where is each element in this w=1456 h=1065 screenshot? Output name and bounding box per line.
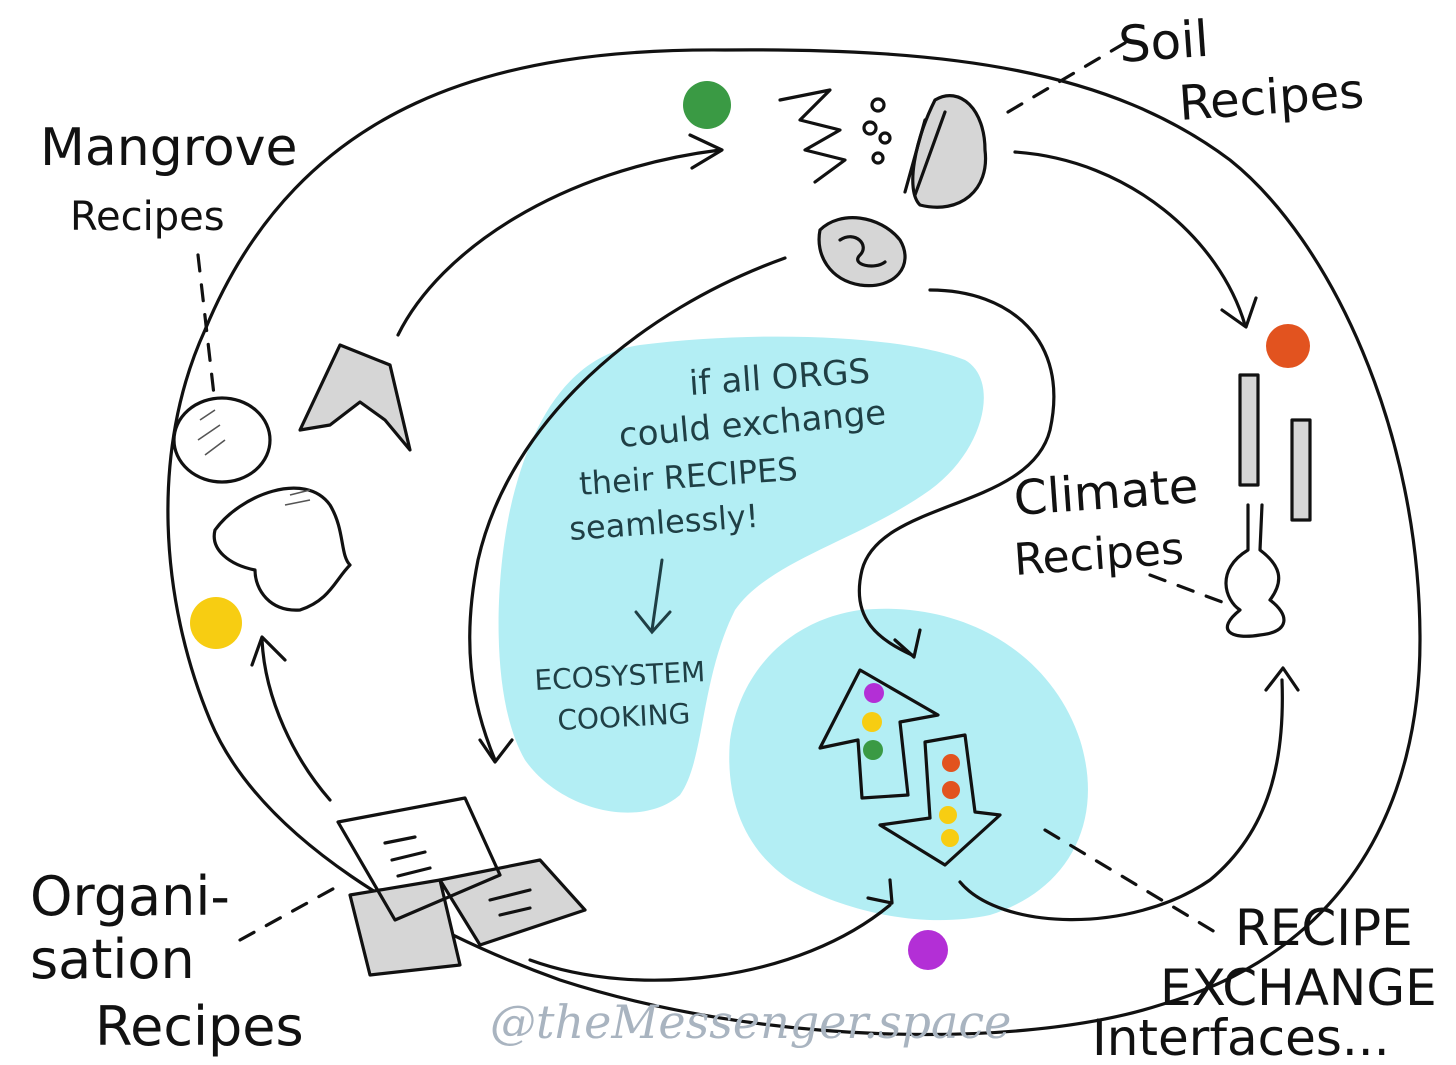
arrowhead (893, 628, 922, 659)
leader-org (238, 883, 342, 942)
climate-label-line-1: Climate (1012, 458, 1200, 527)
mangrove-label-line-1: Mangrove (40, 118, 298, 178)
mangrove-recipes-label: Mangrove Recipes (40, 118, 298, 240)
org-label-line-3: Recipes (95, 995, 304, 1058)
center-note-arrow (634, 558, 672, 635)
leader-soil (1006, 38, 1132, 114)
soil-label-line-1: Soil (1117, 10, 1211, 74)
arrowhead (1264, 666, 1300, 692)
arrowhead (250, 635, 287, 667)
climate-recipes-label: Climate Recipes (1012, 458, 1200, 586)
exchange-arrows-icon (818, 668, 1002, 867)
interfaces-label-line-3: Interfaces... (1092, 1009, 1390, 1065)
leader-interfaces (1043, 828, 1222, 937)
arrowhead (688, 133, 724, 170)
ecosystem-cooking-blob (498, 336, 984, 813)
arrow-interfaces-to-climate (958, 678, 1284, 922)
arrow-soil-to-interfaces (857, 288, 1056, 657)
arrowhead (866, 878, 894, 905)
soil-label-line-2: Recipes (1177, 63, 1366, 132)
organisation-papers-drawing (336, 796, 587, 977)
arrow-mangrove-to-soil (396, 148, 722, 337)
climate-label-line-2: Recipes (1012, 523, 1185, 586)
watermark: @theMessenger.space (490, 995, 1011, 1049)
yellow-dot (190, 597, 242, 649)
organisation-recipes-label: Organi- sation Recipes (30, 865, 304, 1058)
climate-drawing (1224, 373, 1312, 638)
arrow-soil-to-climate (1013, 150, 1247, 327)
arrowhead (1220, 296, 1258, 329)
outer-loop (166, 48, 1422, 1037)
mangrove-label-line-2: Recipes (70, 194, 225, 240)
center-note-line-6: COOKING (557, 697, 691, 737)
exchange-interface-blob (729, 608, 1088, 921)
org-label-line-1: Organi- (30, 865, 230, 928)
soil-drawing (778, 88, 988, 288)
org-label-line-2: sation (30, 928, 195, 991)
orange-dot (1266, 324, 1310, 368)
interfaces-label-line-1: RECIPE (1235, 899, 1413, 957)
arrow-org-to-mangrove (260, 638, 332, 802)
interfaces-label-line-2: EXCHANGE (1160, 959, 1437, 1017)
green-dot (683, 81, 731, 129)
leader-mangrove (196, 253, 216, 397)
recipe-exchange-interfaces-label: RECIPE EXCHANGE Interfaces... (1092, 899, 1437, 1065)
mangrove-drawing (172, 343, 412, 612)
purple-dot (908, 930, 948, 970)
arrow-soil-to-org (468, 256, 787, 762)
arrowhead (478, 738, 514, 764)
soil-recipes-label: Soil Recipes (1117, 10, 1366, 132)
leader-climate (1148, 573, 1232, 607)
arrow-org-to-interfaces (528, 903, 892, 982)
